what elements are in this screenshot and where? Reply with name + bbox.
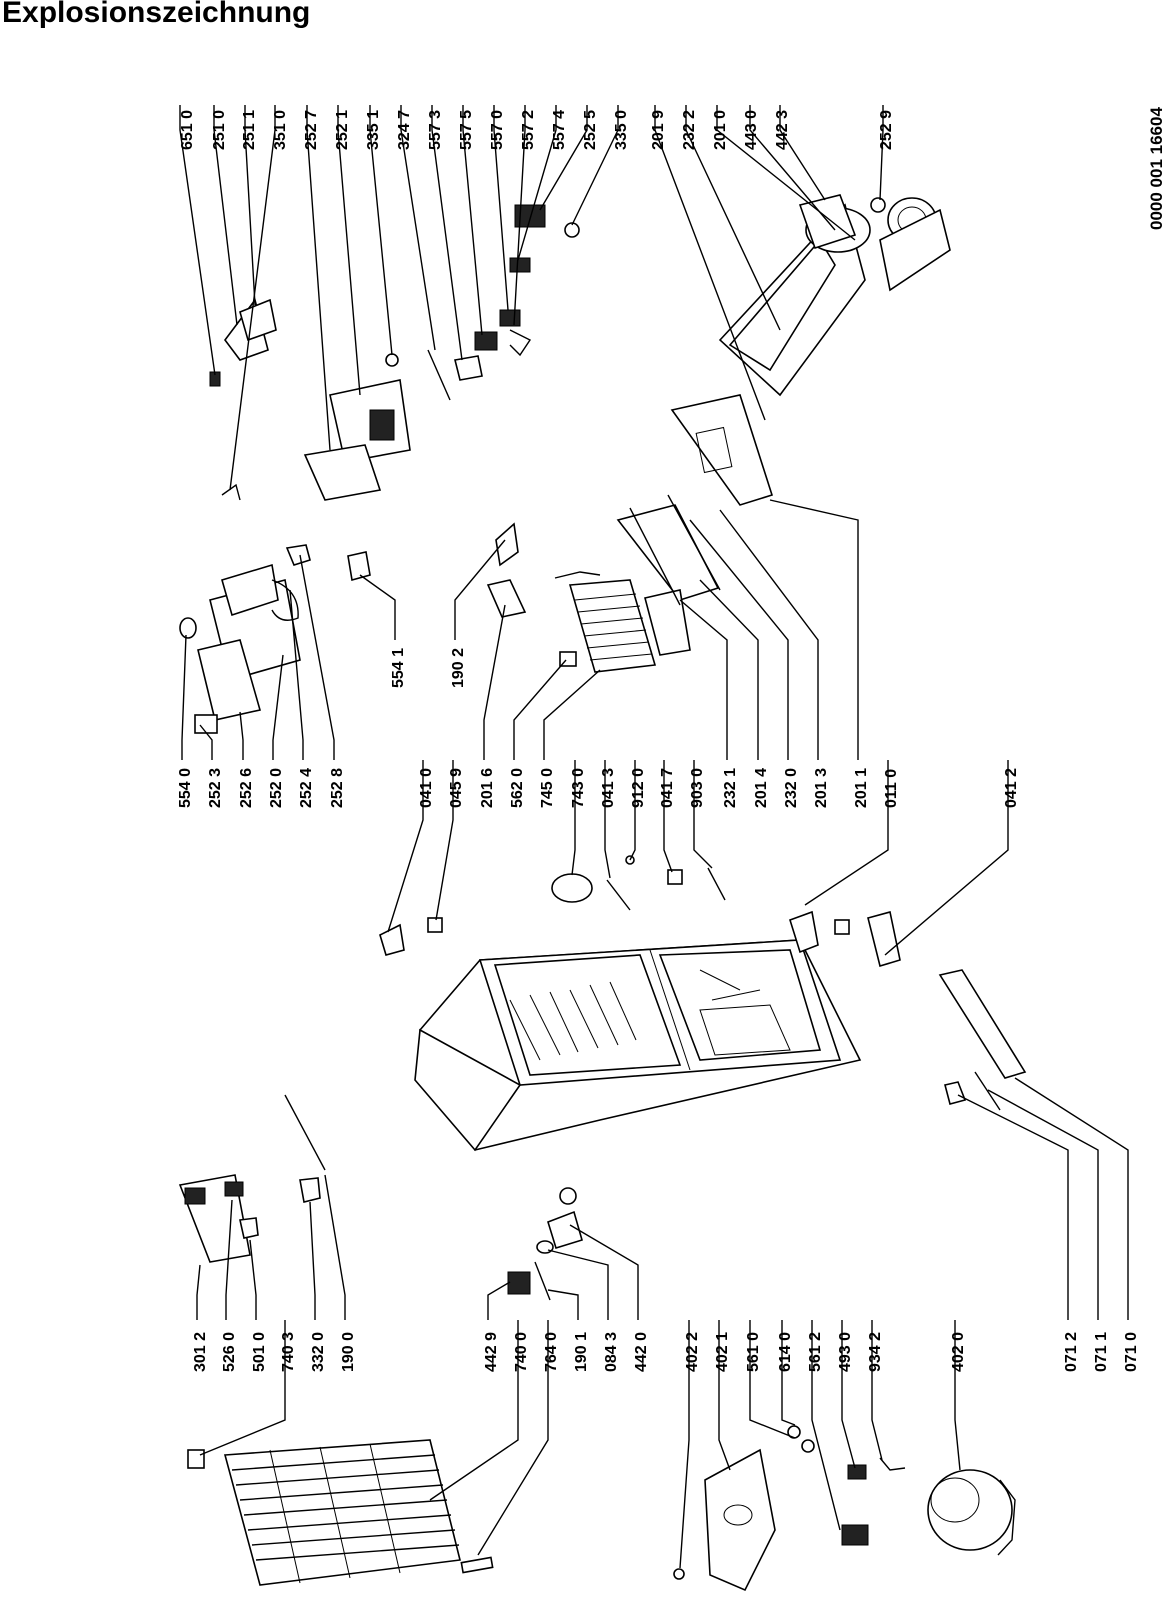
label-934-2: 934 2 <box>867 1332 884 1372</box>
label-201-3: 201 3 <box>813 768 830 808</box>
label-442-0: 442 0 <box>633 1332 650 1372</box>
label-335-1: 335 1 <box>365 110 382 150</box>
label-252-6: 252 6 <box>238 768 255 808</box>
label-335-0: 335 0 <box>613 110 630 150</box>
label-201-9: 201 9 <box>650 110 667 150</box>
label-557-3: 557 3 <box>427 110 444 150</box>
label-252-1: 252 1 <box>334 110 351 150</box>
label-903-0: 903 0 <box>689 768 706 808</box>
label-557-5: 557 5 <box>458 110 475 150</box>
label-745-0: 745 0 <box>539 768 556 808</box>
label-651-0: 651 0 <box>179 110 196 150</box>
label-442-9: 442 9 <box>483 1332 500 1372</box>
label-501-0: 501 0 <box>251 1332 268 1372</box>
label-232-2: 232 2 <box>681 110 698 150</box>
label-045-9: 045 9 <box>448 768 465 808</box>
label-561-2: 561 2 <box>807 1332 824 1372</box>
label-071-1: 071 1 <box>1093 1332 1110 1372</box>
label-912-0: 912 0 <box>630 768 647 808</box>
label-232-0: 232 0 <box>783 768 800 808</box>
condenser-coil <box>187 1439 494 1586</box>
label-402-1: 402 1 <box>714 1332 731 1372</box>
label-251-0: 251 0 <box>211 110 228 150</box>
label-041-3: 041 3 <box>600 768 617 808</box>
label-071-0: 071 0 <box>1123 1332 1140 1372</box>
label-526-0: 526 0 <box>221 1332 238 1372</box>
label-252-7: 252 7 <box>303 110 320 150</box>
label-252-3: 252 3 <box>207 768 224 808</box>
label-764-0: 764 0 <box>543 1332 560 1372</box>
leader-lines <box>179 105 1129 1569</box>
label-493-0: 493 0 <box>837 1332 854 1372</box>
cabinet-body <box>414 939 862 1152</box>
label-351-0: 351 0 <box>272 110 289 150</box>
label-201-6: 201 6 <box>479 768 496 808</box>
label-557-4: 557 4 <box>551 110 568 150</box>
label-041-7: 041 7 <box>659 768 676 808</box>
label-562-0: 562 0 <box>509 768 526 808</box>
label-332-0: 332 0 <box>310 1332 327 1372</box>
label-252-4: 252 4 <box>298 768 315 808</box>
compressor <box>927 1469 1016 1556</box>
label-740-3: 740 3 <box>280 1332 297 1372</box>
label-252-5: 252 5 <box>582 110 599 150</box>
label-190-2: 190 2 <box>450 648 467 688</box>
label-252-8: 252 8 <box>329 768 346 808</box>
label-041-2: 041 2 <box>1003 768 1020 808</box>
label-614-0: 614 0 <box>777 1332 794 1372</box>
parts-drawing <box>178 194 1027 1592</box>
label-190-0: 190 0 <box>340 1332 357 1372</box>
label-232-1: 232 1 <box>722 768 739 808</box>
page-title: Explosionszeichnung <box>2 0 311 29</box>
label-252-9: 252 9 <box>878 110 895 150</box>
label-402-0: 402 0 <box>950 1332 967 1372</box>
label-324-7: 324 7 <box>396 110 413 150</box>
label-561-0: 561 0 <box>745 1332 762 1372</box>
label-011-0: 011 0 <box>883 769 900 808</box>
label-201-1: 201 1 <box>853 768 870 808</box>
label-252-0: 252 0 <box>268 768 285 808</box>
label-084-3: 084 3 <box>603 1332 620 1372</box>
label-071-2: 071 2 <box>1063 1332 1080 1372</box>
label-301-2: 301 2 <box>192 1332 209 1372</box>
label-557-0: 557 0 <box>489 110 506 150</box>
label-201-0: 201 0 <box>712 110 729 150</box>
label-201-4: 201 4 <box>753 768 770 808</box>
label-557-2: 557 2 <box>520 110 537 150</box>
label-554-0: 554 0 <box>177 768 194 808</box>
evaporator-fin-pack <box>554 571 657 673</box>
label-190-1: 190 1 <box>573 1332 590 1372</box>
label-743-0: 743 0 <box>570 768 587 808</box>
label-443-0: 443 0 <box>743 110 760 150</box>
label-402-2: 402 2 <box>684 1332 701 1372</box>
base-tray <box>704 1448 776 1592</box>
label-554-1: 554 1 <box>390 648 407 688</box>
label-251-1: 251 1 <box>241 110 258 150</box>
label-740-0: 740 0 <box>513 1332 530 1372</box>
label-041-0: 041 0 <box>418 768 435 808</box>
part-labels: 651 0 251 0 251 1 351 0 252 7 252 1 335 … <box>177 110 1140 1372</box>
label-442-3: 442 3 <box>774 110 791 150</box>
